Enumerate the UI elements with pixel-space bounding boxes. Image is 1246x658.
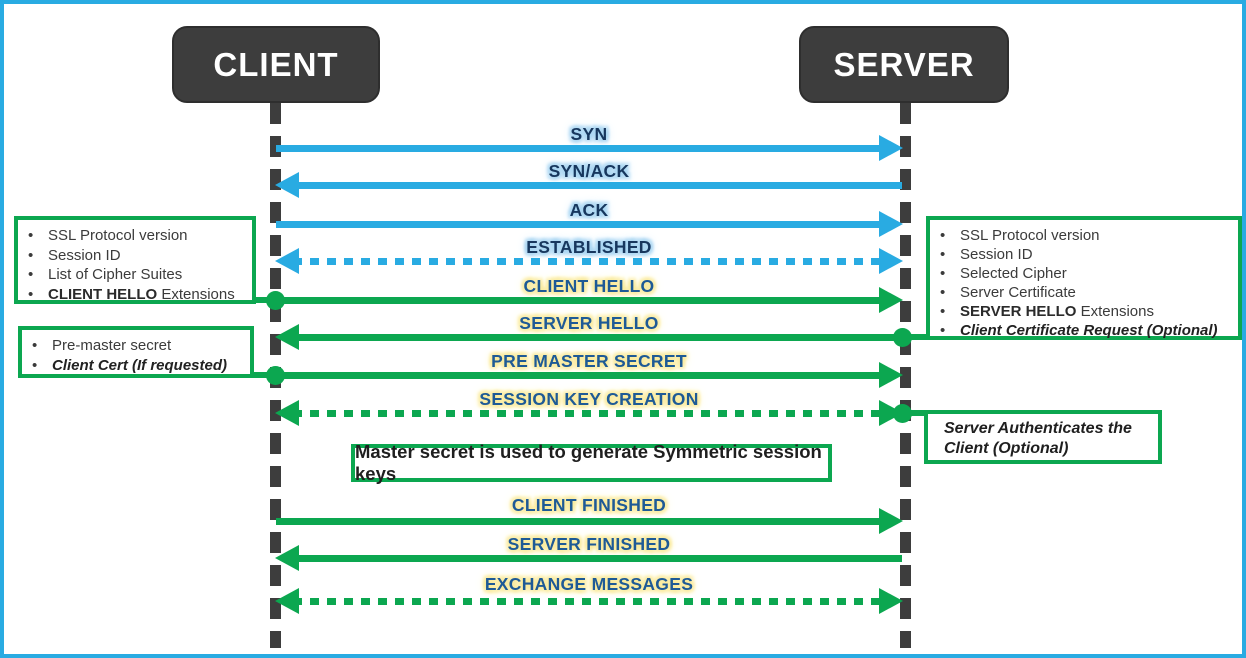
server-hello-contents-list: SSL Protocol version Session ID Selected… <box>930 224 1238 342</box>
syn-arrow-line <box>276 145 885 152</box>
list-item: List of Cipher Suites <box>18 265 246 285</box>
server-authenticates-note-text: Server Authenticates the Client (Optiona… <box>944 420 1132 457</box>
client-hello-contents-list: SSL Protocol version Session ID List of … <box>18 224 252 306</box>
arrowhead-right-icon <box>879 287 903 313</box>
server-actor-label: SERVER <box>833 45 975 83</box>
connector-line <box>250 372 278 378</box>
arrowhead-right-icon <box>879 508 903 534</box>
pre-master-secret-arrow <box>266 362 903 388</box>
session-key-creation-arrow <box>275 400 912 426</box>
syn-label: SYN <box>570 124 608 144</box>
client-finished-arrow-line <box>276 518 885 525</box>
server-actor-box: SERVER <box>799 26 1009 103</box>
ack-arrow-line <box>276 221 885 228</box>
server-hello-contents-note: SSL Protocol version Session ID Selected… <box>926 216 1242 340</box>
session-key-creation-arrow-line <box>293 410 885 417</box>
server-authenticates-note: Server Authenticates the Client (Optiona… <box>924 410 1162 464</box>
list-item: Client Cert (If requested) <box>22 356 244 376</box>
established-arrow <box>275 248 903 274</box>
arrowhead-right-icon <box>879 248 903 274</box>
client-hello-label: CLIENT HELLO <box>523 276 655 296</box>
server-hello-arrow <box>275 324 912 350</box>
exchange-messages-label: EXCHANGE MESSAGES <box>484 574 694 594</box>
exchange-messages-arrow-line <box>293 598 885 605</box>
list-item: Session ID <box>930 245 1232 264</box>
established-label: ESTABLISHED <box>526 237 652 257</box>
pre-master-secret-label: PRE MASTER SECRET <box>491 351 687 371</box>
session-key-creation-label: SESSION KEY CREATION <box>479 389 699 409</box>
syn-ack-arrow-line <box>293 182 902 189</box>
client-hello-arrow <box>266 287 903 313</box>
list-item: Pre-master secret <box>22 336 244 356</box>
pre-master-contents-note: Pre-master secret Client Cert (If reques… <box>18 326 254 378</box>
client-hello-contents-note: SSL Protocol version Session ID List of … <box>14 216 256 304</box>
arrowhead-right-icon <box>879 135 903 161</box>
master-secret-note: Master secret is used to generate Symmet… <box>351 441 832 484</box>
client-actor-label: CLIENT <box>213 45 339 83</box>
list-item: SSL Protocol version <box>930 226 1232 245</box>
exchange-messages-arrow <box>275 588 903 614</box>
list-item: CLIENT HELLO Extensions <box>18 285 246 305</box>
client-actor-box: CLIENT <box>172 26 380 103</box>
syn-arrow <box>276 135 903 161</box>
list-item: SERVER HELLO Extensions <box>930 302 1232 321</box>
server-finished-arrow-line <box>293 555 902 562</box>
server-hello-label: SERVER HELLO <box>519 313 659 333</box>
pre-master-contents-list: Pre-master secret Client Cert (If reques… <box>22 334 250 377</box>
client-finished-label: CLIENT FINISHED <box>511 495 667 515</box>
list-item: Server Certificate <box>930 283 1232 302</box>
list-item: Selected Cipher <box>930 264 1232 283</box>
arrowhead-right-icon <box>879 211 903 237</box>
syn-ack-arrow <box>275 172 902 198</box>
arrowhead-right-icon <box>879 588 903 614</box>
connector-line <box>902 410 928 416</box>
client-finished-arrow <box>276 508 903 534</box>
ack-arrow <box>276 211 903 237</box>
server-hello-arrow-line <box>293 334 902 341</box>
list-item: Session ID <box>18 246 246 266</box>
syn-ack-label: SYN/ACK <box>548 161 630 181</box>
server-finished-arrow <box>275 545 902 571</box>
master-secret-note-text: Master secret is used to generate Symmet… <box>355 441 822 484</box>
server-finished-label: SERVER FINISHED <box>507 534 671 554</box>
connector-line <box>252 297 278 303</box>
established-arrow-line <box>293 258 885 265</box>
list-item: SSL Protocol version <box>18 226 246 246</box>
arrowhead-right-icon <box>879 362 903 388</box>
pre-master-secret-arrow-line <box>276 372 885 379</box>
connector-line <box>902 334 930 340</box>
server-lifeline <box>900 103 911 648</box>
list-item: Client Certificate Request (Optional) <box>930 321 1232 340</box>
ack-label: ACK <box>569 200 609 220</box>
client-hello-arrow-line <box>276 297 885 304</box>
